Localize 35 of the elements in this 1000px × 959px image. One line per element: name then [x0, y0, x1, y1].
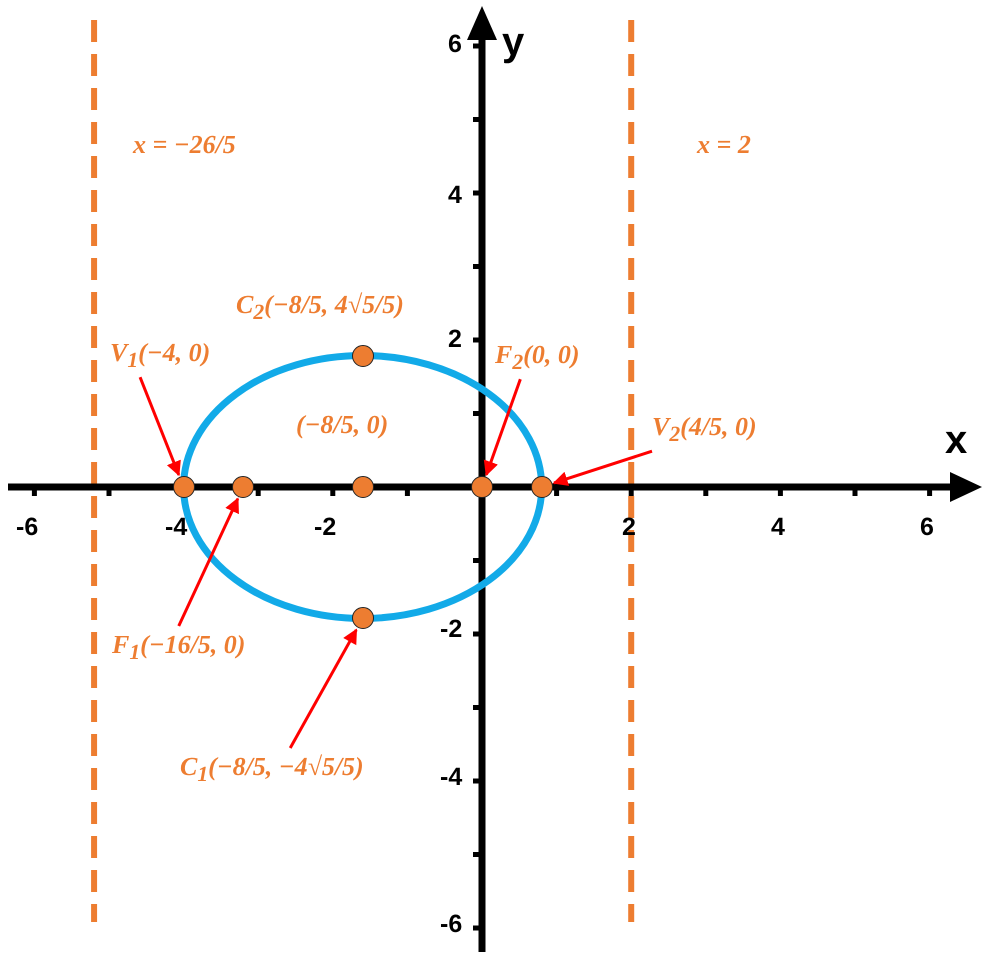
tick-label: -4 [165, 513, 188, 542]
leader-arrow [177, 497, 240, 627]
tick-label: -4 [440, 763, 462, 792]
point-marker [352, 344, 374, 366]
axis-label: x [945, 418, 968, 463]
point-label: C$_{1}$(−8/5, −4√5/5) [180, 752, 364, 788]
point-label: F$_{1}$(−16/5, 0) [112, 630, 246, 666]
point-marker [471, 476, 493, 498]
line-equation: x = 2 [697, 130, 751, 160]
leader-arrow [288, 628, 358, 749]
tick-label: -6 [16, 513, 38, 542]
point-marker [172, 476, 195, 498]
tick-label: -6 [440, 910, 462, 939]
leader-arrow [138, 376, 181, 476]
point-marker [352, 607, 374, 630]
point-label: C$_{2}$(−8/5, 4√5/5) [236, 290, 404, 326]
tick-label: 6 [920, 513, 934, 542]
tick-label: 2 [448, 325, 462, 354]
point-label: V$_{1}$(−4, 0) [110, 338, 210, 374]
tick-label: -2 [314, 513, 336, 542]
point-label: (−8/5, 0) [296, 410, 388, 440]
point-marker [352, 476, 374, 498]
tick-label: 4 [448, 181, 462, 210]
point-marker [530, 476, 553, 498]
tick-label: 6 [448, 30, 462, 59]
leader-arrow [552, 450, 652, 486]
tick-label: -2 [440, 615, 462, 644]
leader-arrow [484, 378, 522, 476]
point-label: F$_{2}$(0, 0) [495, 340, 580, 376]
line-equation: x = −26/5 [133, 130, 236, 160]
point-marker [232, 476, 254, 498]
point-label: V$_{2}$(4/5, 0) [652, 412, 757, 448]
axis-label: y [502, 20, 524, 65]
tick-label: 2 [622, 513, 636, 542]
tick-label: 4 [771, 513, 785, 542]
